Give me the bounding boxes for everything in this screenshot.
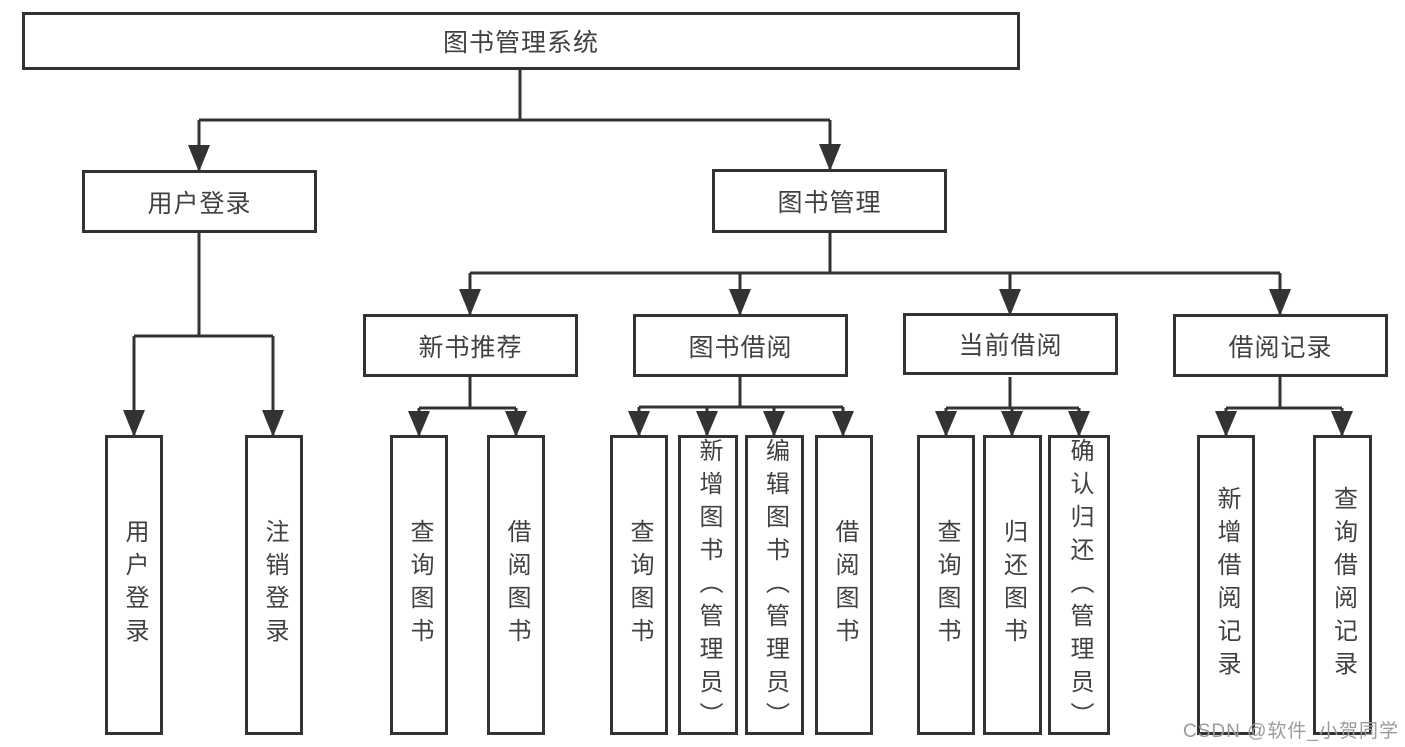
leaf-query-books-current: 查询图书 bbox=[917, 435, 975, 735]
leaf-add-books-admin: 新增图书（管理员） bbox=[678, 435, 738, 735]
node-new-book-recommend: 新书推荐 bbox=[363, 314, 578, 377]
leaf-add-borrow-record: 新增借阅记录 bbox=[1197, 435, 1255, 735]
leaf-query-books-borrow: 查询图书 bbox=[610, 435, 668, 735]
csdn-watermark: CSDN @软件_小贺同学 bbox=[1183, 721, 1399, 742]
leaf-user-login: 用户登录 bbox=[105, 435, 163, 735]
leaf-confirm-return-admin: 确认归还（管理员） bbox=[1048, 435, 1110, 735]
leaf-edit-books-admin: 编辑图书（管理员） bbox=[745, 435, 804, 735]
leaf-borrow-books: 借阅图书 bbox=[815, 435, 873, 735]
node-borrow-records: 借阅记录 bbox=[1173, 314, 1388, 377]
leaf-logout-login: 注销登录 bbox=[245, 435, 303, 735]
leaf-query-borrow-record: 查询借阅记录 bbox=[1313, 435, 1372, 735]
leaf-borrow-books-recommend: 借阅图书 bbox=[487, 435, 545, 735]
node-user-login: 用户登录 bbox=[82, 170, 317, 233]
node-current-borrow: 当前借阅 bbox=[903, 313, 1118, 375]
node-book-borrow: 图书借阅 bbox=[633, 314, 848, 377]
node-book-management: 图书管理 bbox=[712, 169, 947, 233]
leaf-return-books: 归还图书 bbox=[983, 435, 1042, 735]
arrowheads bbox=[123, 144, 1353, 437]
leaf-query-books-recommend: 查询图书 bbox=[390, 435, 448, 735]
node-library-system: 图书管理系统 bbox=[22, 12, 1020, 70]
connector-path bbox=[132, 70, 1344, 437]
